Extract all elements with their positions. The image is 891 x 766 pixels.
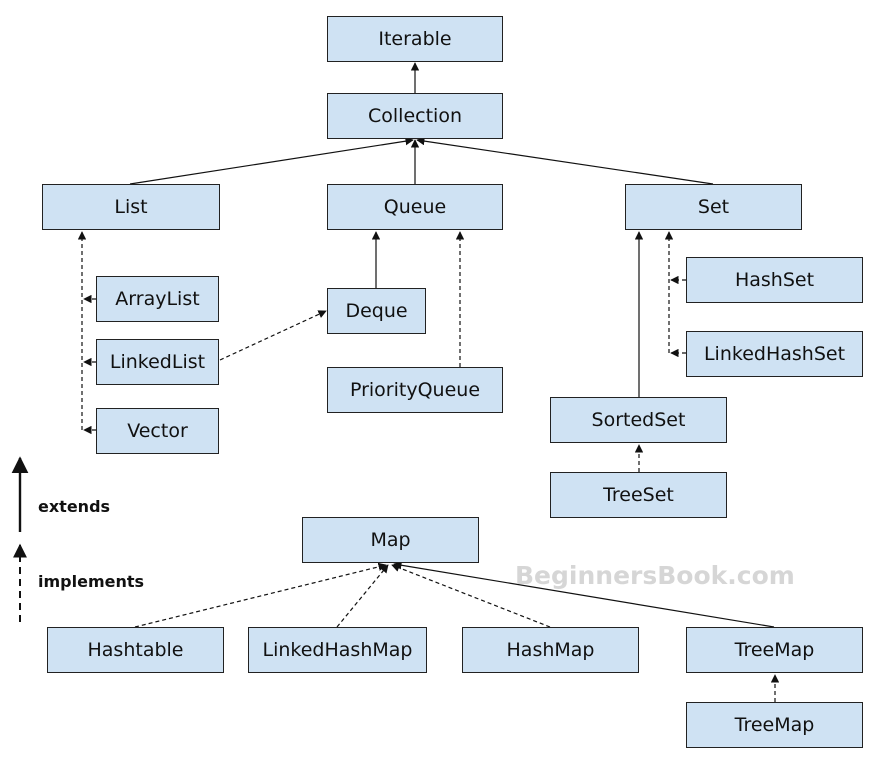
edge-hashtable-to-map [134,562,387,628]
node-treemap-child: TreeMap [686,702,863,748]
node-linkedlist: LinkedList [96,339,219,385]
node-deque: Deque [327,288,426,334]
node-linkedhashmap: LinkedHashMap [248,627,427,673]
node-hashtable: Hashtable [47,627,224,673]
edge-hashmap-to-map [391,563,551,628]
node-list: List [42,184,220,230]
node-iterable: Iterable [327,16,503,62]
node-priorityqueue: PriorityQueue [327,367,503,413]
node-treemap: TreeMap [686,627,863,673]
edge-linkedhashmap-to-map [336,564,389,628]
watermark-text: BeginnersBook.com [515,561,795,590]
edge-set-to-collection [416,136,714,185]
edge-list-to-collection [129,137,414,185]
edge-linkedlist-to-deque [219,310,327,361]
edge-treemap-to-map [393,561,775,628]
node-queue: Queue [327,184,503,230]
node-set: Set [625,184,802,230]
node-treeset: TreeSet [550,472,727,518]
node-hashset: HashSet [686,257,863,303]
node-hashmap: HashMap [462,627,639,673]
node-arraylist: ArrayList [96,276,219,322]
node-linkedhashset: LinkedHashSet [686,331,863,377]
node-vector: Vector [96,408,219,454]
legend-extends-label: extends [38,497,111,516]
node-map: Map [302,517,479,563]
node-collection: Collection [327,93,503,139]
node-sortedset: SortedSet [550,397,727,443]
legend-implements-label: implements [38,572,145,591]
